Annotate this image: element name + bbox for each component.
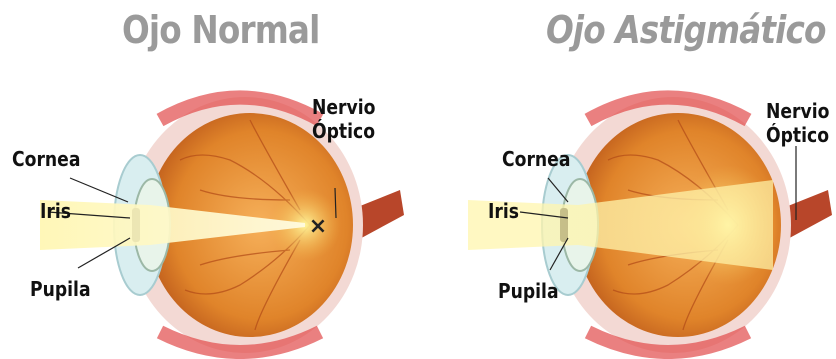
label-optico-astigmatic: Óptico [766, 124, 829, 146]
label-cornea-normal: Cornea [12, 148, 80, 170]
label-pupila-normal: Pupila [30, 278, 91, 300]
title-astigmatic-eye: Ojo Astigmático [546, 8, 826, 52]
label-iris-astigmatic: Iris [488, 200, 519, 222]
label-nervio-normal: Nervio [312, 96, 375, 118]
label-cornea-astigmatic: Cornea [502, 148, 570, 170]
label-optico-normal: Óptico [312, 120, 375, 142]
focus-marker: × [309, 214, 327, 239]
label-nervio-astigmatic: Nervio [766, 100, 829, 122]
label-iris-normal: Iris [40, 200, 71, 222]
title-normal-eye: Ojo Normal [122, 8, 319, 52]
label-pupila-astigmatic: Pupila [498, 280, 559, 302]
